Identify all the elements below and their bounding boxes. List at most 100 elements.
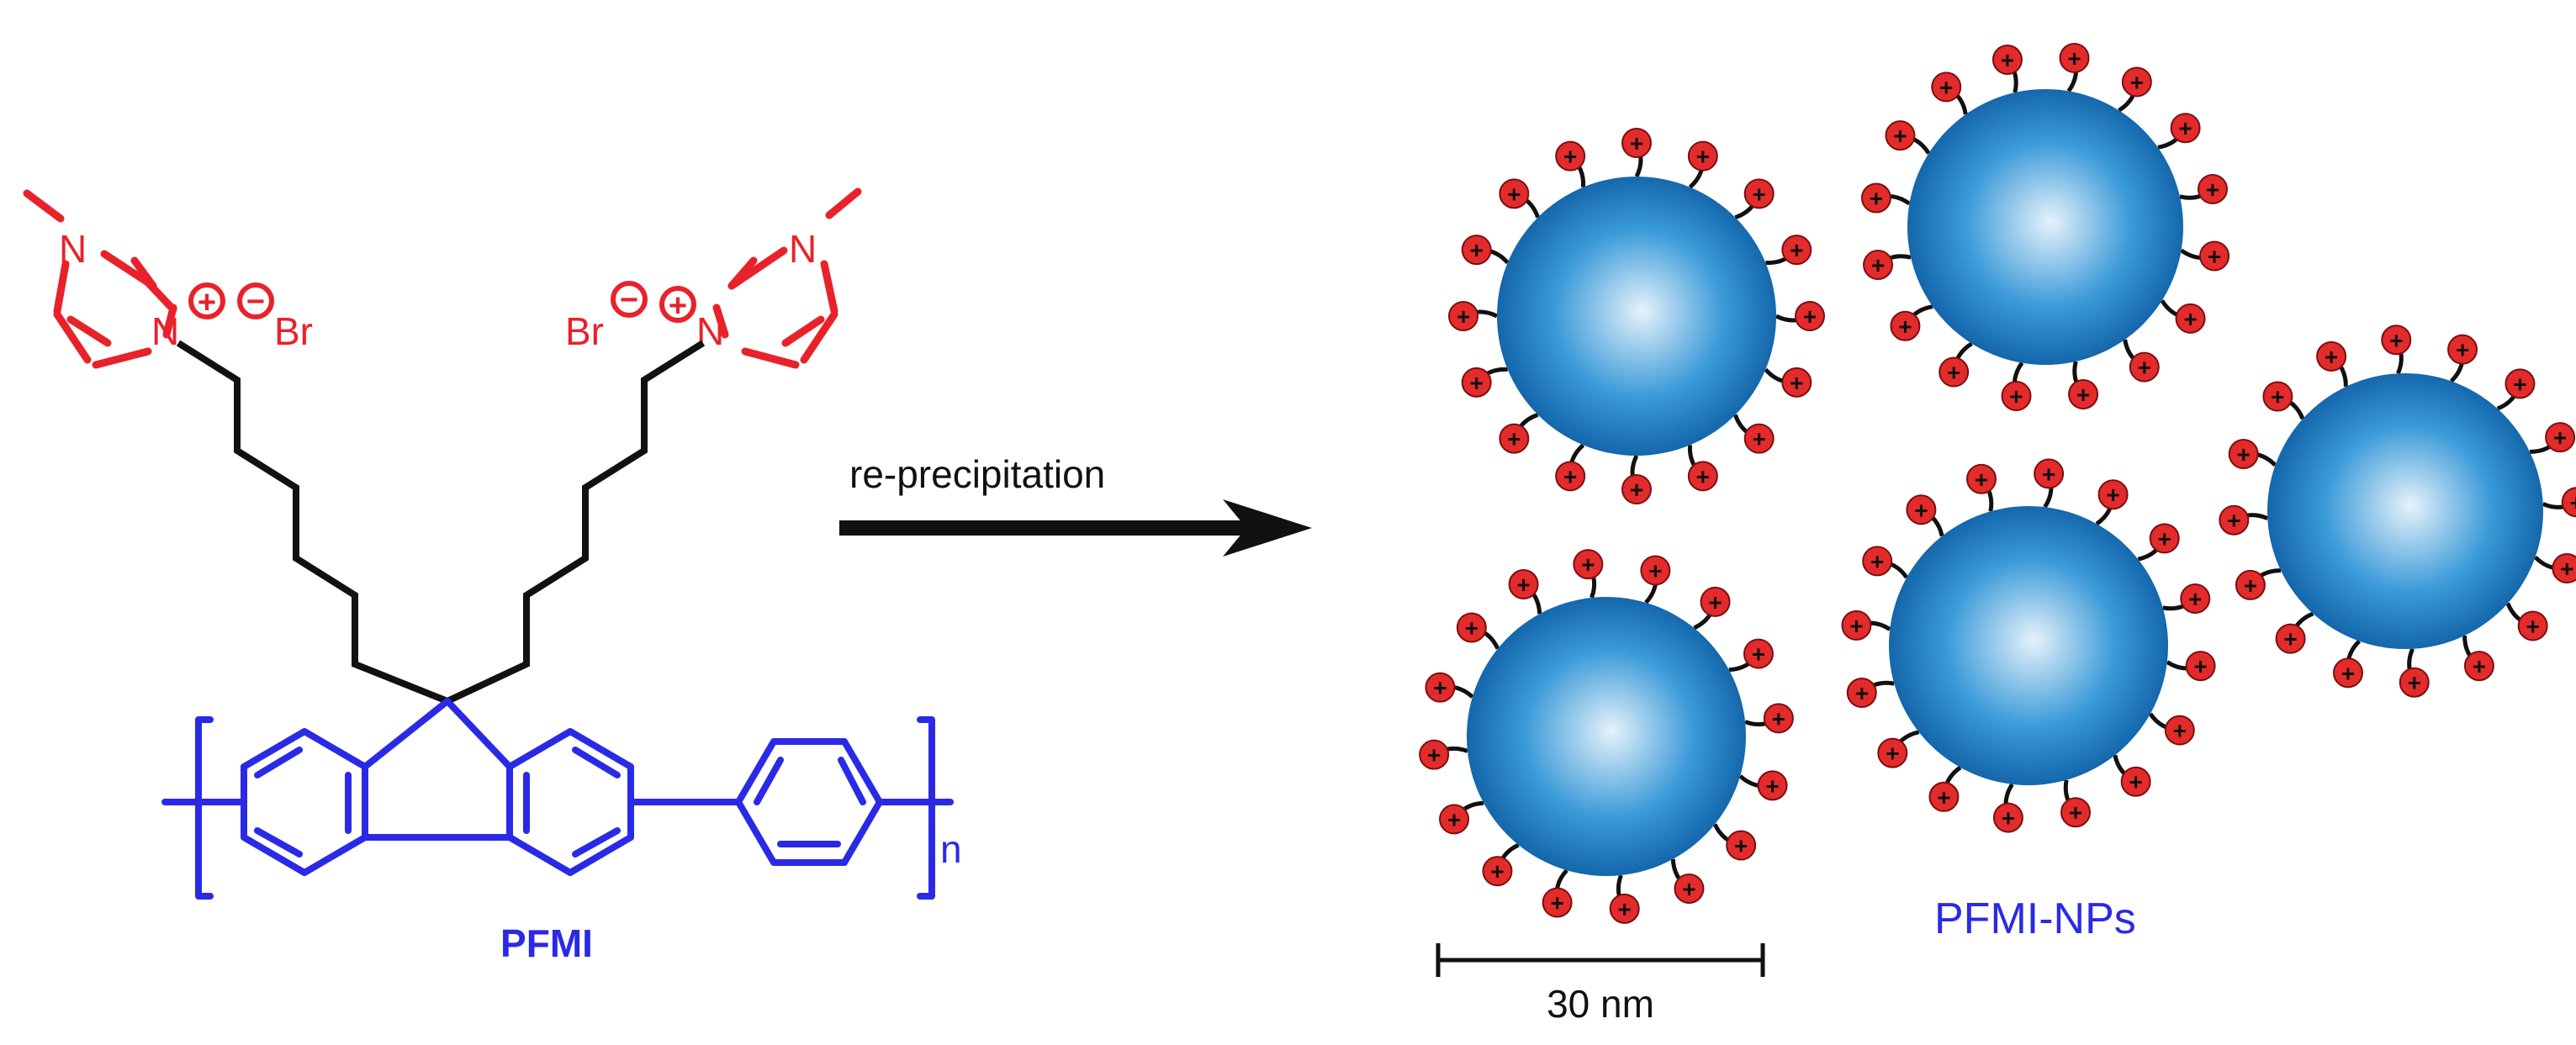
positive-charge-sign: + bbox=[2244, 573, 2257, 599]
positive-charge-sign: + bbox=[1516, 572, 1530, 598]
positive-charge-sign: + bbox=[1470, 237, 1484, 263]
positive-charge-dot bbox=[2262, 381, 2293, 412]
positive-charge-dot bbox=[1640, 555, 1671, 586]
positive-charge-sign: + bbox=[2076, 382, 2090, 408]
positive-charge-dot bbox=[2197, 173, 2228, 204]
positive-charge-sign: + bbox=[1855, 680, 1869, 706]
positive-charge-dot bbox=[2060, 797, 2092, 828]
positive-charge-sign: + bbox=[1427, 742, 1441, 768]
positive-charge-dot bbox=[2121, 66, 2152, 98]
positive-charge-sign: + bbox=[2208, 244, 2221, 270]
positive-charge-dot bbox=[2275, 623, 2306, 654]
positive-charge-dot bbox=[1862, 546, 1893, 577]
positive-charge-dot bbox=[2545, 422, 2576, 453]
reaction-arrow-group: re-precipitation bbox=[839, 452, 1312, 557]
nanoparticle-sphere bbox=[1497, 177, 1776, 456]
positive-charge-sign: + bbox=[1870, 548, 1884, 574]
positive-charge-dot bbox=[1757, 770, 1788, 801]
positive-charge-dot bbox=[1863, 250, 1894, 281]
positive-charge-dot bbox=[1885, 120, 1916, 151]
positive-charge-dot bbox=[2517, 610, 2548, 641]
positive-charge-dot bbox=[1931, 71, 1962, 103]
positive-charge-dot bbox=[1419, 739, 1450, 770]
positive-charge-dot bbox=[2129, 351, 2160, 383]
positive-charge-sign: + bbox=[1490, 858, 1504, 884]
positive-charge-dot bbox=[1890, 310, 1921, 341]
positive-charge-sign: + bbox=[2408, 670, 2421, 696]
positive-charge-dot bbox=[1743, 423, 1775, 454]
positive-charge-dot bbox=[1674, 873, 1705, 904]
positive-charge-dot bbox=[1461, 235, 1492, 266]
positive-charge-dot bbox=[2552, 553, 2576, 584]
positive-charge-dot bbox=[2228, 438, 2259, 469]
positive-charge-dot bbox=[2068, 378, 2099, 409]
positive-charge-sign: + bbox=[1975, 467, 1988, 493]
positive-charge-sign: + bbox=[1870, 185, 1883, 211]
positive-charge-dot bbox=[1939, 356, 1970, 388]
positive-charge-dot bbox=[2097, 479, 2129, 510]
positive-charge-sign: + bbox=[2158, 525, 2171, 552]
arrow-head bbox=[1223, 499, 1312, 557]
positive-charge-dot bbox=[1781, 367, 1812, 398]
positive-charge-sign: + bbox=[1752, 641, 1765, 668]
positive-charge-sign: + bbox=[1682, 876, 1695, 902]
positive-charge-dot bbox=[1743, 178, 1775, 209]
positive-charge-sign: + bbox=[1470, 370, 1484, 396]
positive-charge-dot bbox=[1425, 672, 1456, 703]
atom-n-plus-label: N bbox=[151, 309, 179, 353]
positive-charge-dot bbox=[1448, 301, 1478, 331]
scale-bar-label: 30 nm bbox=[1547, 982, 1654, 1026]
positive-charge-sign: + bbox=[2183, 306, 2197, 332]
positive-charge-dot bbox=[1841, 610, 1872, 641]
positive-charge-dot bbox=[2170, 113, 2201, 144]
positive-charge-dot bbox=[2316, 340, 2347, 372]
positive-charge-sign: + bbox=[1648, 557, 1662, 583]
positive-charge-sign: + bbox=[1914, 497, 1928, 523]
positive-charge-dot bbox=[1992, 802, 2023, 833]
positive-charge-sign: + bbox=[1849, 613, 1863, 639]
nanoparticle-sphere bbox=[2267, 373, 2543, 649]
positive-charge-dot bbox=[2185, 651, 2216, 682]
positive-charge-sign: + bbox=[1803, 303, 1817, 330]
positive-charge-dot bbox=[1781, 235, 1812, 266]
positive-charge-sign: + bbox=[1630, 130, 1643, 156]
positive-charge-dot bbox=[1763, 703, 1794, 734]
positive-charge-sign: + bbox=[1457, 303, 1470, 330]
positive-charge-dot bbox=[1687, 140, 1718, 172]
positive-charge-dot bbox=[1621, 474, 1652, 504]
positive-charge-dot bbox=[1482, 856, 1513, 887]
positive-charge-dot bbox=[2332, 657, 2363, 689]
positive-charge-sign: + bbox=[1772, 705, 1785, 731]
positive-charge-dot bbox=[1499, 178, 1530, 209]
positive-charge-sign: + bbox=[1696, 463, 1710, 489]
positive-charge-sign: + bbox=[1708, 589, 1722, 615]
positive-charge-sign: + bbox=[2526, 613, 2539, 639]
nanoparticle-sphere bbox=[1907, 89, 2183, 365]
positive-charge-sign: + bbox=[2206, 177, 2219, 203]
positive-charge-dot bbox=[2175, 303, 2206, 334]
positive-charge-dot bbox=[1542, 887, 1573, 918]
positive-charge-sign: + bbox=[2553, 425, 2567, 451]
positive-charge-sign: + bbox=[2138, 355, 2151, 381]
scale-bar bbox=[1436, 943, 1765, 977]
positive-charge-dot bbox=[2463, 651, 2494, 682]
positive-charge-sign: + bbox=[2341, 660, 2355, 686]
plus-charge-sign: + bbox=[198, 285, 216, 320]
positive-charge-dot bbox=[1877, 737, 1908, 768]
process-label: re-precipitation bbox=[849, 452, 1105, 496]
positive-charge-sign: + bbox=[2069, 800, 2082, 826]
fluorene-phenylene-backbone bbox=[161, 698, 954, 900]
positive-charge-sign: + bbox=[1447, 806, 1461, 832]
positive-charge-sign: + bbox=[2067, 45, 2081, 71]
positive-charge-sign: + bbox=[2389, 327, 2403, 353]
positive-charge-dot bbox=[1992, 45, 2023, 76]
positive-charge-dot bbox=[1439, 804, 1470, 835]
positive-charge-sign: + bbox=[2456, 337, 2469, 363]
positive-charge-sign: + bbox=[2473, 653, 2486, 679]
positive-charge-dot bbox=[1726, 830, 1757, 861]
positive-charge-sign: + bbox=[2001, 47, 2014, 73]
positive-charge-sign: + bbox=[1886, 741, 1899, 767]
positive-charge-dot bbox=[1906, 494, 1937, 525]
positive-charge-sign: + bbox=[2193, 653, 2207, 679]
